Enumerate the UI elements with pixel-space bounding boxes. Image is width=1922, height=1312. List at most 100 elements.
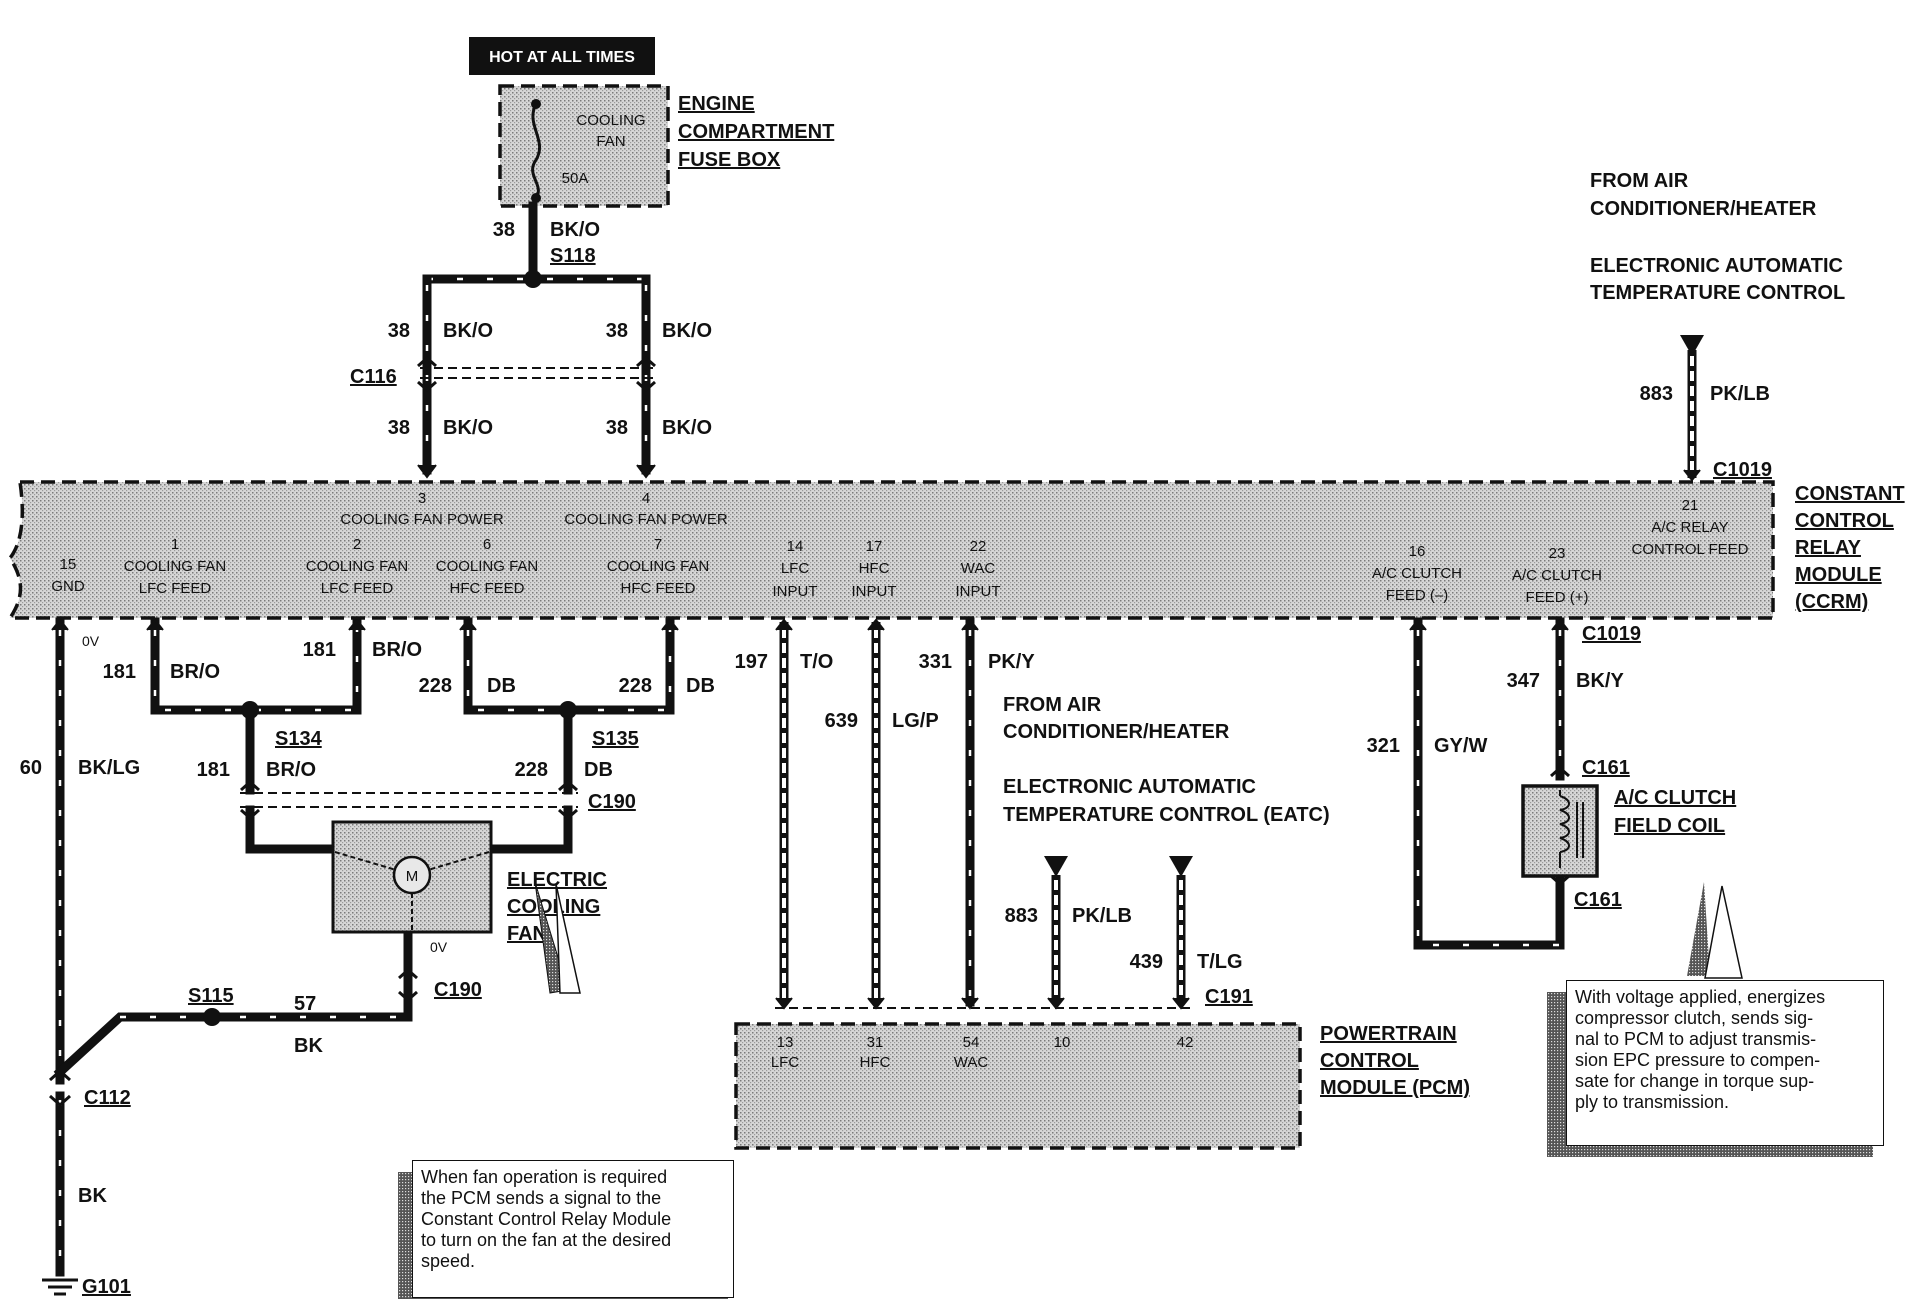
fuse-box-name-3: FUSE BOX [678, 149, 781, 171]
fuse-symbol [531, 103, 542, 199]
clutch-name-2: FIELD COIL [1614, 815, 1725, 837]
svg-text:CONTROL FEED: CONTROL FEED [1632, 541, 1749, 558]
wire-331-color: PK/Y [988, 651, 1035, 673]
source-mid-line-4: TEMPERATURE CONTROL (EATC) [1003, 804, 1330, 826]
svg-text:INPUT: INPUT [956, 583, 1001, 600]
fuse-box-name-1: ENGINE [678, 93, 755, 115]
svg-text:16: 16 [1409, 543, 1426, 560]
svg-text:6: 6 [483, 536, 491, 553]
svg-text:COOLING FAN: COOLING FAN [124, 558, 227, 575]
wire-228-circuit-c: 228 [515, 759, 548, 781]
connector-c190-upper-line [240, 792, 578, 808]
wire-181-color-c: BR/O [266, 759, 316, 781]
source-top-line-4: TEMPERATURE CONTROL [1590, 282, 1845, 304]
pcm-name-2: CONTROL [1320, 1050, 1419, 1072]
wire-197-circuit: 197 [735, 651, 768, 673]
connector-c190-upper: C190 [588, 791, 636, 813]
wire-883-circuit-top: 883 [1640, 383, 1673, 405]
wire-321-color: GY/W [1434, 735, 1487, 757]
ac-clutch-wires [1413, 617, 1565, 950]
wire-bk-ground-color: BK [78, 1185, 107, 1207]
wire-38-circuit-a: 38 [493, 219, 515, 241]
svg-text:1: 1 [171, 536, 179, 553]
source-mid-line-2: CONDITIONER/HEATER [1003, 721, 1230, 743]
svg-text:HFC: HFC [859, 560, 890, 577]
fan-callout-note: When fan operation is required the PCM s… [412, 1160, 734, 1298]
svg-text:COOLING FAN: COOLING FAN [436, 558, 539, 575]
fuse-name-line-1: COOLING [576, 112, 645, 129]
clutch-callout-note: With voltage applied, energizes compress… [1566, 980, 1884, 1146]
wire-228-color-a: DB [487, 675, 516, 697]
svg-text:HOT AT ALL TIMES: HOT AT ALL TIMES [489, 49, 635, 66]
connector-c112: C112 [84, 1087, 131, 1109]
wire-38-color-c: BK/O [662, 320, 712, 342]
svg-text:COOLING FAN: COOLING FAN [607, 558, 710, 575]
svg-text:14: 14 [787, 538, 804, 555]
wire-439-color: T/LG [1197, 951, 1243, 973]
wire-439-circuit: 439 [1130, 951, 1163, 973]
connector-c1019-top: C1019 [1713, 459, 1772, 481]
voltage-ccrm-gnd: 0V [82, 633, 100, 649]
splice-s134-dot [241, 701, 259, 719]
connector-c1019-bottom: C1019 [1582, 623, 1641, 645]
hot-at-all-times-label: HOT AT ALL TIMES [469, 37, 655, 75]
svg-text:MODULE: MODULE [1795, 564, 1882, 586]
ground-g101: G101 [82, 1276, 131, 1298]
ccrm-pin-labels: 3 COOLING FAN POWER 4 COOLING FAN POWER … [51, 490, 1748, 606]
svg-text:15: 15 [60, 556, 77, 573]
ground-wires [53, 617, 413, 1277]
svg-text:A/C CLUTCH: A/C CLUTCH [1372, 565, 1462, 582]
fan-name-1: ELECTRIC [507, 869, 607, 891]
splice-s135: S135 [592, 728, 639, 750]
connector-c116-line [420, 367, 655, 379]
svg-text:10: 10 [1054, 1034, 1071, 1051]
wire-639-circuit: 639 [825, 710, 858, 732]
connector-c191: C191 [1205, 986, 1253, 1008]
svg-text:LFC FEED: LFC FEED [139, 580, 212, 597]
svg-text:LFC FEED: LFC FEED [321, 580, 394, 597]
wire-38-circuit-d: 38 [388, 417, 410, 439]
svg-text:CONTROL: CONTROL [1795, 510, 1894, 532]
splice-s118-dot [524, 270, 542, 288]
wire-228-color-b: DB [686, 675, 715, 697]
engine-compartment-fuse-box [498, 84, 670, 208]
wire-228-circuit-a: 228 [419, 675, 452, 697]
source-top-line-3: ELECTRONIC AUTOMATIC [1590, 255, 1843, 277]
connector-c190-lower: C190 [434, 979, 482, 1001]
source-mid-arrow-b [1169, 856, 1193, 877]
pcm-signal-wires [779, 617, 1186, 1007]
wire-228-circuit-b: 228 [619, 675, 652, 697]
clutch-callout-pointer [1687, 882, 1710, 976]
connector-c112-symbol [48, 1068, 72, 1108]
pcm-name-3: MODULE (PCM) [1320, 1077, 1470, 1099]
wire-38-circuit-e: 38 [606, 417, 628, 439]
svg-text:INPUT: INPUT [773, 583, 818, 600]
wire-883-color-top: PK/LB [1710, 383, 1770, 405]
splice-s115: S115 [188, 985, 234, 1007]
source-mid-line-1: FROM AIR [1003, 694, 1102, 716]
svg-text:54: 54 [963, 1034, 980, 1051]
svg-text:LFC: LFC [781, 560, 810, 577]
svg-text:WAC: WAC [954, 1054, 989, 1071]
connector-c161-top: C161 [1582, 757, 1630, 779]
wire-38-color-e: BK/O [662, 417, 712, 439]
svg-text:CONSTANT: CONSTANT [1795, 483, 1905, 505]
wire-60-color: BK/LG [78, 757, 140, 779]
clutch-name-1: A/C CLUTCH [1614, 787, 1736, 809]
wire-347-color: BK/Y [1576, 670, 1624, 692]
wire-181-circuit-a: 181 [103, 661, 136, 683]
svg-text:WAC: WAC [961, 560, 996, 577]
pcm-name-1: POWERTRAIN [1320, 1023, 1457, 1045]
svg-text:A/C RELAY: A/C RELAY [1651, 519, 1728, 536]
fuse-box-name-2: COMPARTMENT [678, 121, 834, 143]
fan-name-3: FAN [507, 923, 547, 945]
svg-text:17: 17 [866, 538, 883, 555]
wire-181-circuit-b: 181 [303, 639, 336, 661]
wire-883-color-mid: PK/LB [1072, 905, 1132, 927]
svg-text:23: 23 [1549, 545, 1566, 562]
source-top-line-1: FROM AIR [1590, 170, 1689, 192]
wire-38-circuit-b: 38 [388, 320, 410, 342]
wire-38-circuit-c: 38 [606, 320, 628, 342]
fan-motor-label: M [406, 868, 419, 885]
ccrm-name: CONSTANT CONTROL RELAY MODULE (CCRM) [1795, 483, 1905, 613]
